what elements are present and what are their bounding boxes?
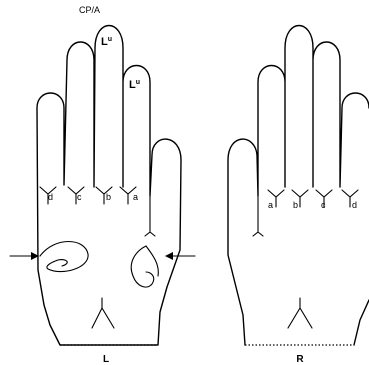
thenar-loop (131, 246, 158, 287)
right-triradius-label: c (321, 200, 326, 210)
left-top-label: CP/A (79, 5, 100, 15)
left-triradius-label: d (48, 192, 53, 202)
left-triradius-label: a (133, 192, 138, 202)
left-triradius-label: c (77, 192, 82, 202)
middle-finger-pattern: Lu (101, 36, 112, 48)
right-hand-outline-edge (354, 300, 369, 345)
left-hand: CP/A Lu Lu d c b a L (10, 5, 195, 365)
left-palm-loops (40, 242, 158, 288)
hypothenar-loop (40, 242, 88, 272)
right-triradius-label: a (268, 200, 273, 210)
right-hand: a b c d R (228, 26, 369, 365)
left-triradius-label: b (106, 192, 111, 202)
left-triradii-marks (40, 187, 155, 328)
right-triradius-label: b (293, 200, 298, 210)
right-triradii-marks (253, 190, 358, 328)
right-hand-caption: R (296, 354, 304, 365)
left-hand-outline (37, 26, 181, 346)
right-triradius-label: d (352, 200, 357, 210)
ring-finger-pattern: Lu (129, 79, 140, 91)
left-hand-caption: L (103, 354, 109, 365)
right-hand-outline (228, 26, 369, 346)
